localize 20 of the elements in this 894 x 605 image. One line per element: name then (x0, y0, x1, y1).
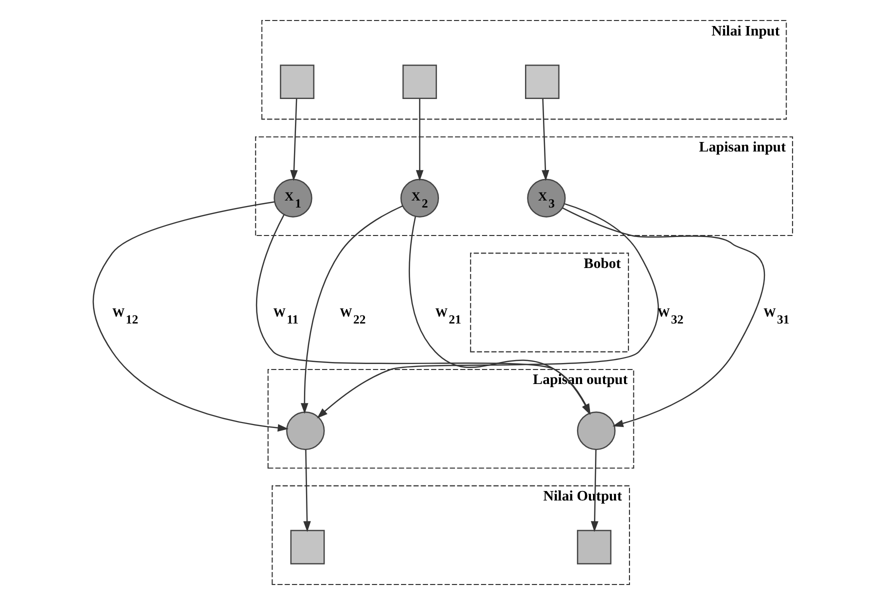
arrow (303, 450, 311, 532)
cluster: Nilai Input (261, 20, 787, 120)
node-box (576, 530, 612, 564)
arrow (256, 214, 591, 415)
node-box (280, 64, 314, 100)
arrow (416, 98, 424, 181)
arrow (300, 205, 403, 414)
arrow (316, 203, 659, 418)
arrow (92, 201, 289, 432)
arrow (590, 450, 598, 532)
node-box (290, 530, 325, 564)
arrow (542, 98, 550, 181)
node-circle (576, 411, 616, 450)
node-box (402, 64, 437, 100)
arrow (290, 98, 298, 181)
arrow (562, 207, 765, 428)
arrow (408, 216, 590, 415)
node-box (525, 64, 560, 100)
node-circle (286, 411, 325, 450)
node-box: Bobot (470, 252, 629, 352)
